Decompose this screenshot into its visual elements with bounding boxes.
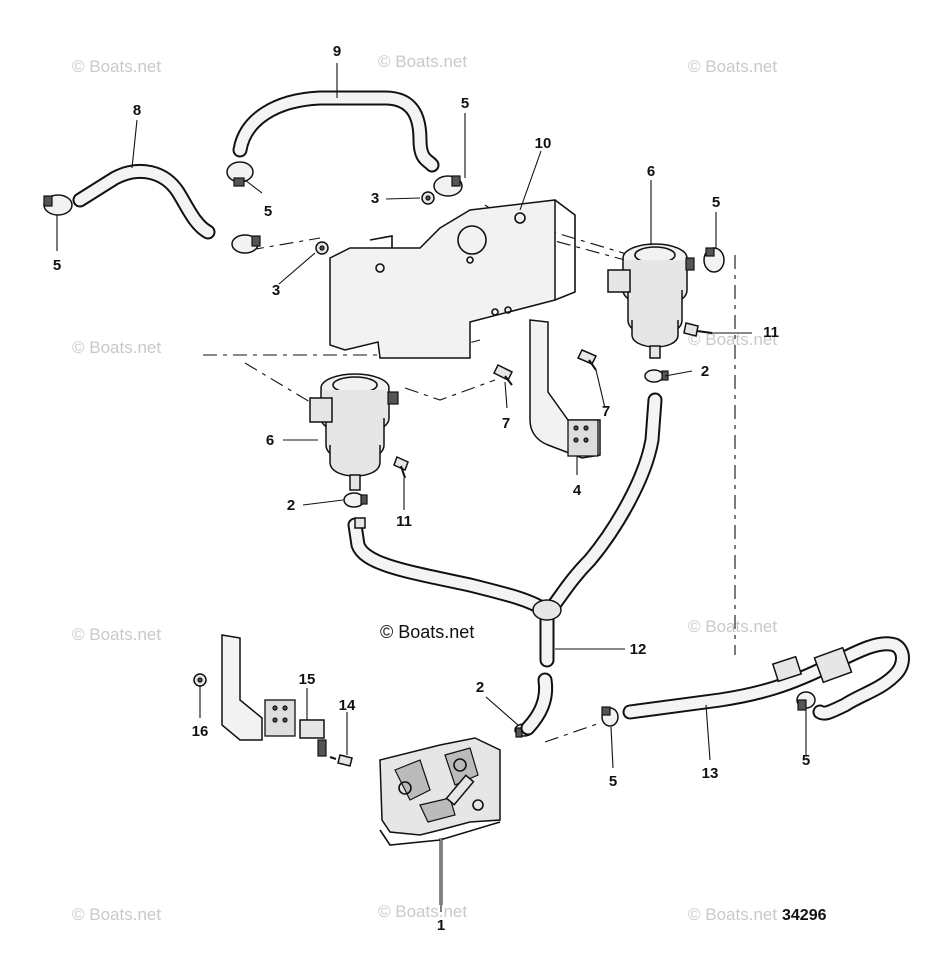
y-hose-12	[347, 392, 663, 736]
callout-15: 15	[299, 671, 316, 688]
bracket-15-assembly	[221, 634, 327, 757]
separator-6-right	[607, 243, 695, 359]
callout-1: 1	[437, 917, 445, 934]
callout-5: 5	[609, 773, 617, 790]
callout-7: 7	[602, 403, 610, 420]
callout-2: 2	[701, 363, 709, 380]
clamp-5	[433, 175, 463, 197]
callout-labels: 9 8 5 5 10 6 5 3 5 3 11 2 7 7 6 4 2 11 1…	[53, 43, 810, 934]
nut-3	[315, 241, 329, 255]
hose-13	[622, 636, 910, 721]
callout-11: 11	[763, 324, 779, 341]
callout-10: 10	[535, 135, 552, 152]
callout-12: 12	[630, 641, 647, 658]
watermark: © Boats.net	[688, 617, 777, 636]
callout-5: 5	[802, 752, 810, 769]
watermark: © Boats.net	[378, 52, 467, 71]
clamp-5	[231, 234, 261, 254]
callout-9: 9	[333, 43, 341, 60]
bracket-4	[529, 319, 601, 459]
figure-number: 34296	[782, 907, 827, 924]
clamp-5	[796, 691, 816, 711]
bracket-10	[329, 199, 576, 359]
callout-3: 3	[272, 282, 280, 299]
callout-6: 6	[266, 432, 274, 449]
callout-7: 7	[502, 415, 510, 432]
clamp-5	[601, 706, 619, 727]
leader-lines	[56, 63, 807, 912]
callout-2: 2	[287, 497, 295, 514]
watermark: © Boats.net	[72, 625, 161, 644]
watermark: © Boats.net	[72, 905, 161, 924]
callout-5: 5	[461, 95, 469, 112]
watermarks: © Boats.net © Boats.net © Boats.net © Bo…	[72, 52, 777, 924]
callout-14: 14	[339, 697, 356, 714]
watermark: © Boats.net	[688, 57, 777, 76]
callout-11: 11	[396, 513, 412, 530]
watermark: © Boats.net	[688, 905, 777, 924]
watermark: © Boats.net	[72, 338, 161, 357]
watermark: © Boats.net	[378, 902, 467, 921]
clamp-5	[703, 247, 725, 273]
hose-9	[232, 90, 440, 173]
bolt-11	[393, 455, 409, 479]
callout-16: 16	[192, 723, 209, 740]
callout-8: 8	[133, 102, 141, 119]
callout-5: 5	[712, 194, 720, 211]
clamp-2	[644, 369, 669, 383]
watermark: © Boats.net	[688, 330, 777, 349]
clamp-5	[43, 194, 73, 216]
hose-8	[72, 163, 216, 240]
callout-2: 2	[476, 679, 484, 696]
clamp-5	[226, 161, 254, 187]
nut-16	[193, 673, 207, 687]
bolt-11	[683, 322, 713, 337]
callout-5: 5	[264, 203, 272, 220]
bolt-7	[576, 349, 598, 371]
clamp-2	[343, 492, 368, 508]
callout-5: 5	[53, 257, 61, 274]
nut-3	[421, 191, 435, 205]
bolt-14	[329, 754, 353, 767]
callout-4: 4	[573, 482, 582, 499]
watermark: © Boats.net	[72, 57, 161, 76]
callout-6: 6	[647, 163, 655, 180]
callout-13: 13	[702, 765, 719, 782]
bolt-7	[492, 363, 514, 386]
callout-3: 3	[371, 190, 379, 207]
separator-6-left	[309, 373, 399, 491]
engine-block	[379, 737, 501, 846]
copyright-label: © Boats.net	[380, 622, 474, 642]
